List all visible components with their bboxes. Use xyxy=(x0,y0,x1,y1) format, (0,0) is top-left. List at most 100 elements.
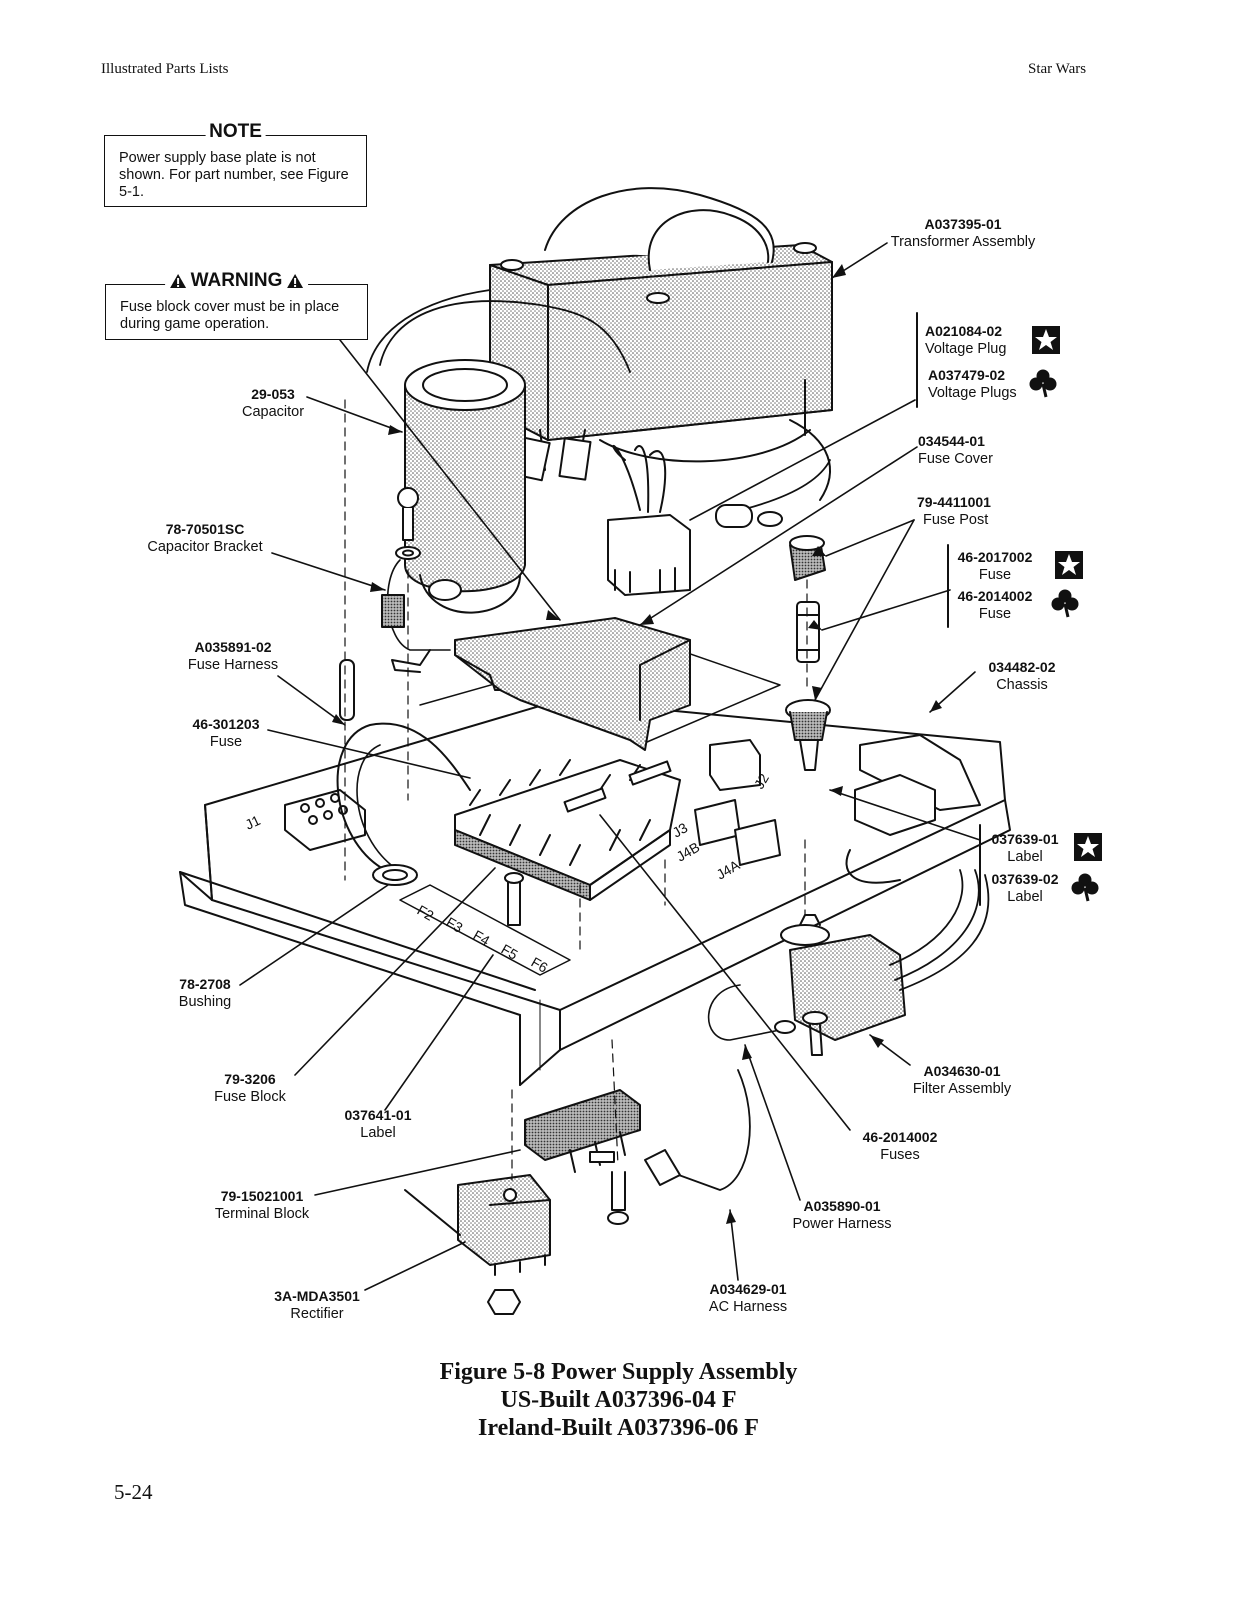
part-description: Label xyxy=(360,1125,396,1141)
callout-fuse-small: 46-301203 Fuse xyxy=(193,715,260,751)
part-description: Bushing xyxy=(178,994,232,1010)
part-description: Capacitor xyxy=(241,404,305,420)
part-description: Voltage Plug xyxy=(925,341,1007,357)
part-number: 78-2708 xyxy=(179,976,231,992)
part-number: 46-2014002 xyxy=(957,588,1033,604)
label-j3: J3 xyxy=(670,819,691,840)
figure-caption: Figure 5-8 Power Supply Assembly US-Buil… xyxy=(0,1358,1237,1442)
shamrock-icon xyxy=(1029,369,1057,398)
callout-power-harness: A035890-01 Power Harness xyxy=(792,1197,891,1233)
part-number: A037479-02 xyxy=(928,367,1006,383)
callout-ac-harness: A034629-01 AC Harness xyxy=(709,1280,787,1316)
part-number: A035891-02 xyxy=(194,639,272,655)
callout-voltage-plugs: A037479-02 Voltage Plugs xyxy=(928,366,1017,402)
voltage-plug-shape xyxy=(607,444,691,596)
label-f2: F2 xyxy=(415,902,437,924)
callout-bushing: 78-2708 Bushing xyxy=(179,975,231,1011)
part-description: Fuse xyxy=(978,567,1012,583)
part-description: Terminal Block xyxy=(214,1206,310,1222)
shamrock-icon xyxy=(1051,589,1079,618)
caption-line-1: Figure 5-8 Power Supply Assembly xyxy=(439,1359,798,1385)
part-number: 3A-MDA3501 xyxy=(274,1288,360,1304)
callout-fuse-cover: 034544-01 Fuse Cover xyxy=(918,432,993,468)
part-number: A037395-01 xyxy=(924,216,1002,232)
page-number: 5-24 xyxy=(114,1480,153,1504)
callout-label-ireland: 037639-02 Label xyxy=(992,870,1059,906)
callout-chassis: 034482-02 Chassis xyxy=(989,658,1056,694)
callout-voltage-plug: A021084-02 Voltage Plug xyxy=(925,322,1006,358)
part-number: 034482-02 xyxy=(988,659,1056,675)
warning-text: Fuse block cover must be in place during… xyxy=(120,299,340,332)
running-header-left: Illustrated Parts Lists xyxy=(101,61,229,77)
callout-fuse-post: 79-4411001 Fuse Post xyxy=(917,493,991,529)
callout-capacitor-bracket: 78-70501SC Capacitor Bracket xyxy=(147,520,262,556)
part-description: Chassis xyxy=(996,677,1048,693)
filter-shape xyxy=(780,869,990,1056)
part-description: Rectifier xyxy=(290,1306,344,1322)
part-description: Fuse xyxy=(978,606,1012,622)
part-number: 037641-01 xyxy=(344,1107,412,1123)
part-description: Fuse Cover xyxy=(918,451,993,467)
part-description: Capacitor Bracket xyxy=(147,539,263,555)
part-description: Fuse xyxy=(209,734,243,750)
warning-triangle-icon xyxy=(287,273,304,288)
shamrock-icon xyxy=(1071,873,1099,902)
part-description: AC Harness xyxy=(708,1299,788,1315)
label-f5: F5 xyxy=(499,941,521,963)
callout-fuse-block: 79-3206 Fuse Block xyxy=(214,1070,286,1106)
part-number: 037639-02 xyxy=(991,871,1059,887)
running-header-right: Star Wars xyxy=(1028,61,1087,77)
part-number: 29-053 xyxy=(251,386,295,402)
callout-rectifier: 3A-MDA3501 Rectifier xyxy=(274,1287,360,1323)
callout-fuses: 46-2014002 Fuses xyxy=(863,1128,938,1164)
caption-line-2: US-Built A037396-04 F xyxy=(500,1387,737,1413)
label-f4: F4 xyxy=(471,927,493,949)
callout-label-block: 037641-01 Label xyxy=(345,1106,412,1142)
part-description: Fuse Block xyxy=(214,1089,286,1105)
callout-terminal-block: 79-15021001 Terminal Block xyxy=(215,1187,309,1223)
star-badge-icon xyxy=(1074,833,1102,861)
part-number: 78-70501SC xyxy=(165,521,245,537)
star-badge-icon xyxy=(1032,326,1060,354)
part-number: 79-4411001 xyxy=(917,494,991,510)
callout-fuse-harness: A035891-02 Fuse Harness xyxy=(188,638,278,674)
callout-fuse-us: 46-2017002 Fuse xyxy=(958,548,1033,584)
part-description: Fuse Post xyxy=(923,512,989,528)
callout-label-us: 037639-01 Label xyxy=(992,830,1059,866)
part-number: A034630-01 xyxy=(923,1063,1001,1079)
part-description: Fuse Harness xyxy=(187,657,279,673)
warning-box: WARNING Fuse block cover must be in plac… xyxy=(105,271,368,340)
label-f6: F6 xyxy=(529,954,551,976)
part-description: Power Harness xyxy=(792,1216,892,1232)
callout-transformer-assembly: A037395-01 Transformer Assembly xyxy=(891,215,1036,251)
part-description: Label xyxy=(1007,849,1043,865)
note-text: Power supply base plate is not shown. Fo… xyxy=(119,150,349,200)
part-number: 79-15021001 xyxy=(220,1188,304,1204)
part-description: Label xyxy=(1007,889,1043,905)
terminal-block-shape xyxy=(524,1089,641,1173)
transformer-shape xyxy=(489,187,833,501)
part-number: A034629-01 xyxy=(709,1281,787,1297)
star-badge-icon xyxy=(1055,551,1083,579)
rectifier-shape xyxy=(404,1174,551,1315)
part-number: 46-2014002 xyxy=(862,1129,938,1145)
part-description: Fuses xyxy=(880,1147,920,1163)
warning-title: WARNING xyxy=(190,270,283,291)
part-number: 037639-01 xyxy=(991,831,1059,847)
part-number: 79-3206 xyxy=(224,1071,276,1087)
callout-fuse-ireland: 46-2014002 Fuse xyxy=(958,587,1033,623)
part-number: A021084-02 xyxy=(925,323,1003,339)
note-title: NOTE xyxy=(205,122,266,141)
label-j2: J2 xyxy=(751,771,772,792)
fuse-cover-shape xyxy=(454,617,691,751)
part-description: Transformer Assembly xyxy=(890,234,1036,250)
part-description: Filter Assembly xyxy=(912,1081,1012,1097)
note-box: NOTE Power supply base plate is not show… xyxy=(104,122,367,207)
part-number: A035890-01 xyxy=(803,1198,881,1214)
callout-capacitor: 29-053 Capacitor xyxy=(242,385,304,421)
part-number: 46-2017002 xyxy=(957,549,1033,565)
callout-filter-assembly: A034630-01 Filter Assembly xyxy=(913,1062,1011,1098)
warning-triangle-icon xyxy=(169,273,186,288)
part-number: 034544-01 xyxy=(918,433,985,449)
